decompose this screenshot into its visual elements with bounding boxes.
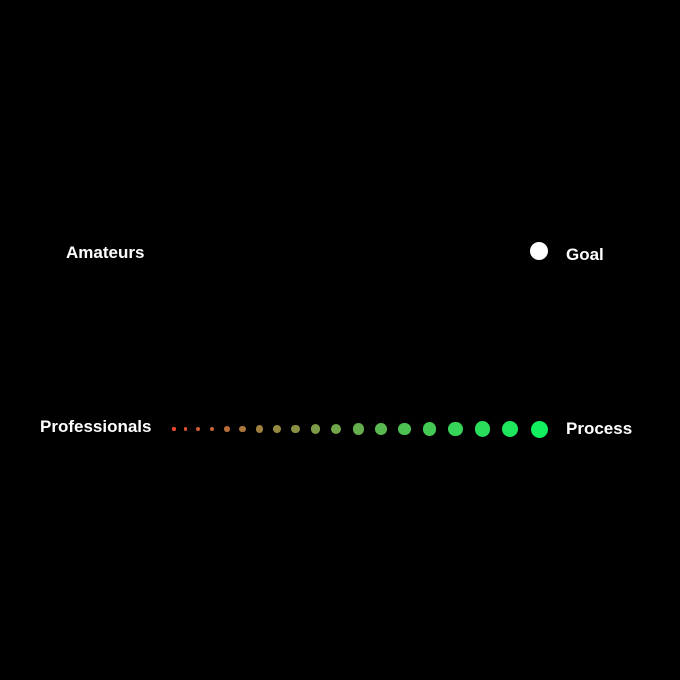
process-step-dot	[474, 421, 490, 437]
process-step-dot	[530, 420, 548, 438]
process-step-dot	[223, 426, 230, 432]
process-step-dot	[398, 422, 411, 436]
process-step-dot	[422, 422, 437, 436]
professionals-label: Professionals	[40, 417, 152, 436]
process-step-dot	[331, 423, 342, 435]
process-step-dot	[196, 426, 201, 432]
process-step-dot	[310, 424, 321, 434]
process-step-dot	[209, 426, 215, 432]
process-step-dot	[272, 425, 281, 433]
process-step-dot	[255, 425, 263, 433]
process-label: Process	[566, 419, 633, 438]
process-step-dot	[291, 424, 300, 434]
process-step-dot	[502, 420, 519, 438]
process-step-dot	[172, 427, 176, 431]
process-step-dot	[352, 423, 364, 435]
amateurs-label: Amateurs	[66, 243, 145, 262]
process-step-dot	[448, 421, 463, 437]
process-step-dot	[374, 423, 387, 435]
goal-label: Goal	[566, 245, 604, 264]
process-step-dot	[239, 425, 246, 433]
goal-dot	[530, 242, 548, 260]
process-step-dot	[183, 427, 188, 431]
